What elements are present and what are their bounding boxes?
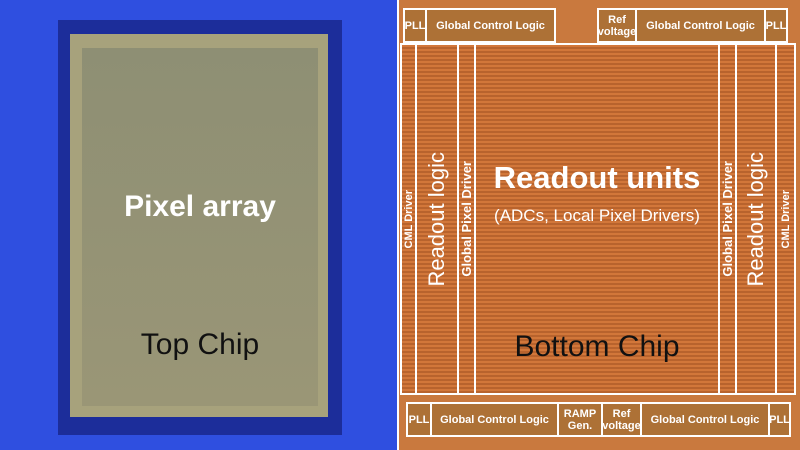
cml-driver-label: CML Driver xyxy=(779,189,792,249)
readout-units-subtitle: (ADCs, Local Pixel Drivers) xyxy=(494,206,700,225)
pixel-array xyxy=(82,48,318,406)
ref-voltage-box: Ref voltage xyxy=(601,402,642,437)
readout-logic-right: Readout logic xyxy=(735,43,777,395)
global-control-logic-box: Global Control Logic xyxy=(425,8,556,43)
global-control-logic-box: Global Control Logic xyxy=(640,402,770,437)
pll-box: PLL xyxy=(764,8,788,43)
top-chip-label: Top Chip xyxy=(140,328,260,361)
readout-logic-left: Readout logic xyxy=(415,43,459,395)
pll-box: PLL xyxy=(406,402,432,437)
readout-logic-label: Readout logic xyxy=(424,151,449,287)
global-pixel-driver-label: Global Pixel Driver xyxy=(458,161,474,277)
pll-box: PLL xyxy=(768,402,791,437)
global-pixel-driver-label: Global Pixel Driver xyxy=(719,161,735,277)
ramp-gen-box: RAMP Gen. xyxy=(557,402,603,437)
readout-units-region xyxy=(474,43,720,395)
cml-driver-label: CML Driver xyxy=(402,189,415,249)
readout-logic-label: Readout logic xyxy=(743,151,768,287)
cml-driver-right: CML Driver xyxy=(775,43,796,395)
readout-units-title: Readout units xyxy=(493,160,701,195)
ref-voltage-box: Ref voltage xyxy=(597,8,637,43)
global-control-logic-box: Global Control Logic xyxy=(635,8,766,43)
pixel-array-label: Pixel array xyxy=(124,190,276,223)
pll-box: PLL xyxy=(403,8,427,43)
bottom-chip-label: Bottom Chip xyxy=(514,330,680,363)
global-control-logic-box: Global Control Logic xyxy=(430,402,559,437)
